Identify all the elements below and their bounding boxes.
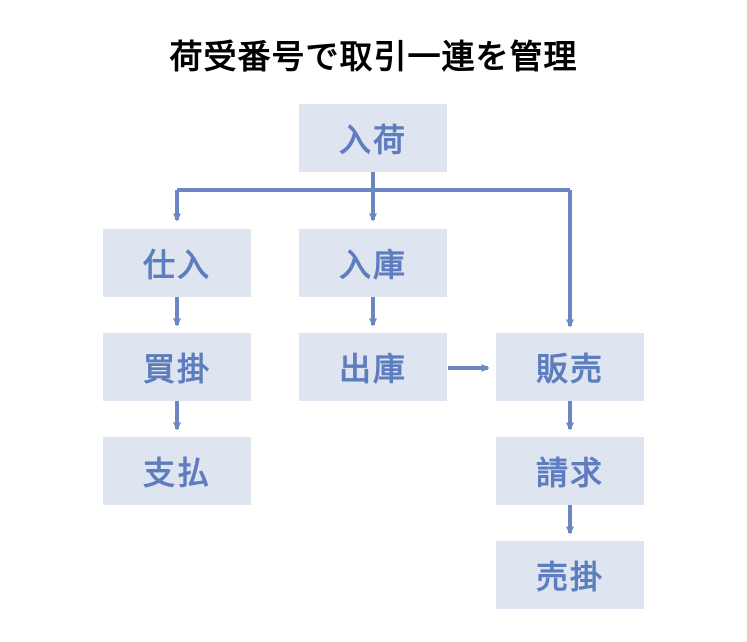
- node-sales: 販売: [496, 333, 644, 401]
- node-stock-out: 出庫: [299, 333, 447, 401]
- node-stock-in: 入庫: [299, 229, 447, 297]
- node-arrival: 入荷: [299, 104, 447, 172]
- node-purchase: 仕入: [103, 229, 251, 297]
- diagram-title: 荷受番号で取引一連を管理: [169, 37, 578, 76]
- node-payment: 支払: [103, 437, 251, 505]
- node-billing: 請求: [496, 437, 644, 505]
- node-receivable: 売掛: [496, 541, 644, 609]
- node-payable: 買掛: [103, 333, 251, 401]
